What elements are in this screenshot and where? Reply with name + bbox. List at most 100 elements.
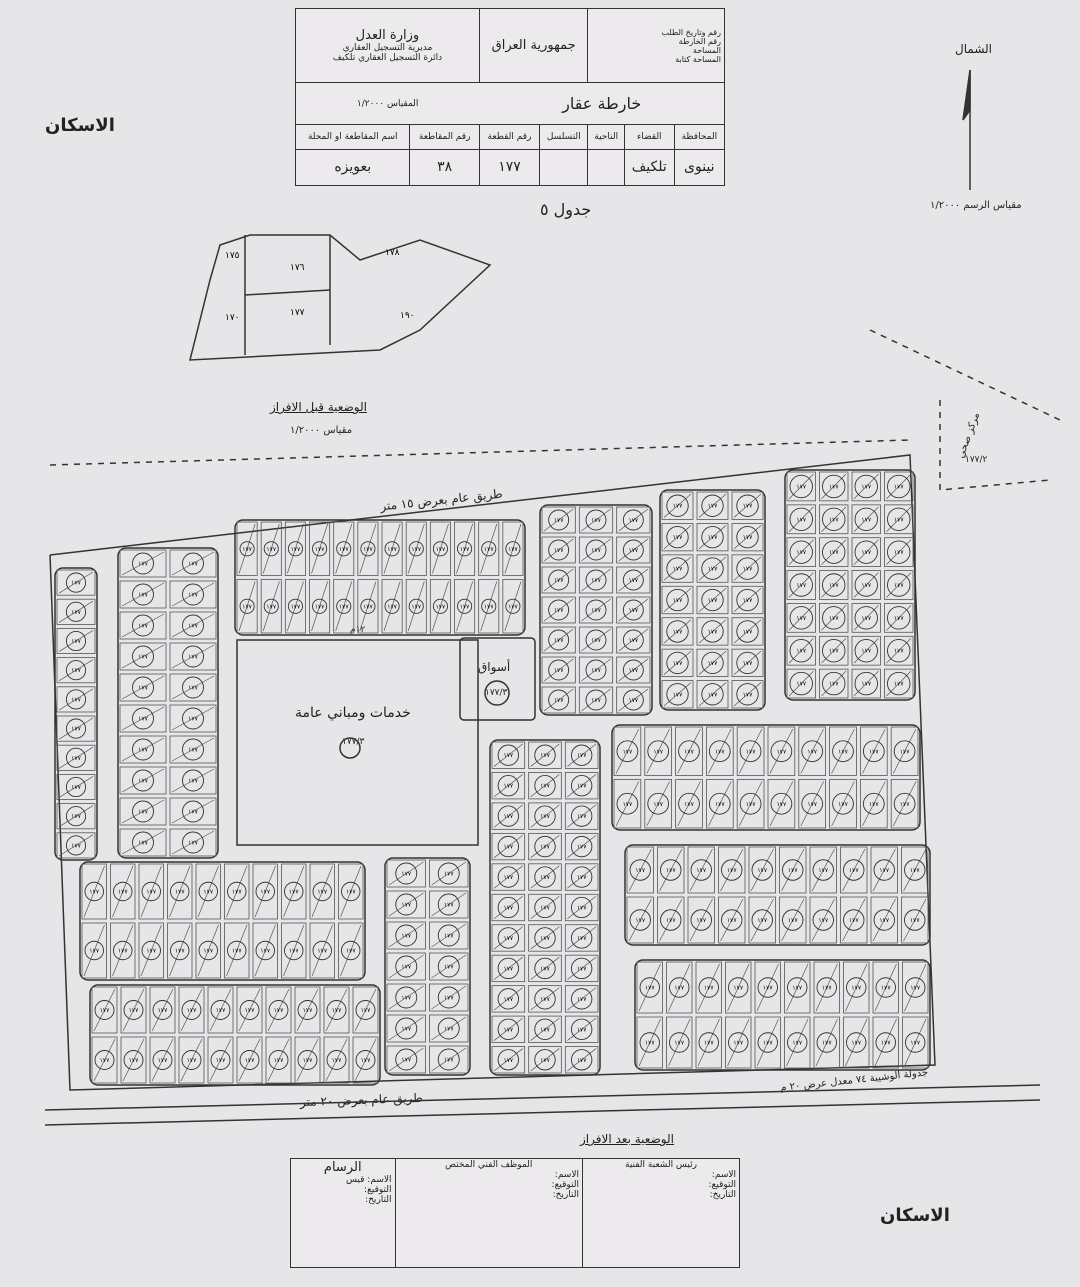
- plot-cell: ١٧٧: [851, 635, 881, 666]
- plot-cell: ١٧٧: [56, 657, 96, 684]
- plot-cell: ١٧٧: [613, 726, 642, 776]
- plot-cell: ١٧٧: [119, 766, 167, 795]
- plot-number: ١٧٧: [910, 985, 920, 992]
- plot-cell: ١٧٧: [56, 569, 96, 596]
- plot-cell: ١٧٧: [491, 893, 526, 922]
- plot-number: ١٧٧: [818, 917, 828, 924]
- plot-cell: ١٧٧: [736, 779, 765, 829]
- plot-cell: ١٧٧: [338, 922, 364, 979]
- plot-cell: ١٧٧: [91, 986, 118, 1034]
- plot-number: ١٧٧: [540, 844, 550, 851]
- plot-cell: ١٧٧: [860, 726, 888, 776]
- plot-number: ١٧٧: [346, 948, 356, 955]
- markets-label: أسواق: [478, 660, 511, 674]
- plot-number: ١٧٧: [746, 748, 756, 755]
- plot-cell: ١٧٧: [661, 585, 694, 615]
- plot-number: ١٧٧: [591, 607, 601, 614]
- plot-cell: ١٧٧: [502, 521, 524, 576]
- plot-cell: ١٧٧: [541, 626, 576, 654]
- plot-number: ١٧٧: [673, 566, 683, 573]
- plot-cell: ١٧٧: [731, 554, 764, 583]
- plot-number: ١٧٧: [894, 582, 904, 589]
- services-block: [236, 639, 479, 846]
- plot-cell: ١٧٧: [616, 536, 651, 564]
- plot-number: ١٧٧: [411, 546, 421, 553]
- plot-number: ١٧٧: [436, 546, 446, 553]
- plot-number: ١٧٧: [743, 660, 753, 667]
- plot-number: ١٧٧: [645, 1040, 655, 1047]
- plot-number: ١٧٧: [666, 867, 676, 874]
- plot-number: ١٧٧: [444, 964, 454, 971]
- plot-cell: ١٧٧: [386, 983, 426, 1012]
- plot-number: ١٧٧: [216, 1057, 226, 1064]
- plot-number: ١٧٧: [100, 1057, 110, 1064]
- plot-cell: ١٧٧: [731, 648, 764, 677]
- plot-cell: ١٧٧: [613, 779, 642, 829]
- plot-cell: ١٧٧: [616, 686, 651, 714]
- plot-number: ١٧٧: [763, 985, 773, 992]
- plot-number: ١٧٧: [460, 546, 470, 553]
- plot-number: ١٧٧: [401, 964, 411, 971]
- plot-cell: ١٧٧: [819, 537, 849, 567]
- markets-block: [459, 637, 536, 721]
- technician-col: الموظف الفني المختص الاسم: التوقيع: التا…: [394, 1158, 583, 1268]
- plot-cell: ١٧٧: [541, 506, 576, 534]
- plot-cell: ١٧٧: [564, 1015, 599, 1043]
- plot-cell: ١٧٧: [851, 603, 881, 633]
- plot-number: ١٧٧: [894, 516, 904, 523]
- plot-number: ١٧٧: [188, 809, 198, 816]
- plot-cell: ١٧٧: [626, 846, 654, 894]
- plot-number: ١٧٧: [540, 1026, 550, 1033]
- plot-cell: ١٧٧: [564, 772, 599, 800]
- plot-cell: ١٧٧: [564, 1046, 599, 1074]
- plot-number: ١٧٧: [260, 948, 270, 955]
- plot-number: ١٧٧: [129, 1007, 139, 1014]
- plot-cell: ١٧٧: [56, 803, 96, 830]
- plot-number: ١٧٧: [188, 654, 198, 661]
- plot-number: ١٧٧: [401, 871, 411, 878]
- plot-number: ١٧٧: [673, 597, 683, 604]
- plot-cell: ١٧٧: [236, 1036, 263, 1084]
- plot-number: ١٧٧: [673, 628, 683, 635]
- plot-cell: ١٧٧: [564, 985, 599, 1013]
- plot-cell: ١٧٧: [167, 863, 193, 920]
- plot-cell: ١٧٧: [338, 863, 364, 920]
- plot-number: ١٧٧: [188, 840, 198, 847]
- plot-cell: ١٧٧: [491, 954, 526, 983]
- plot-number: ١٧٧: [666, 917, 676, 924]
- plot-cell: ١٧٧: [798, 726, 826, 776]
- plot-cell: ١٧٧: [718, 896, 746, 944]
- plot-cell: ١٧٧: [138, 922, 164, 979]
- plot-cell: ١٧٧: [786, 537, 816, 567]
- plot-cell: ١٧٧: [661, 680, 694, 709]
- north-label: الشمال: [955, 42, 993, 56]
- plot-cell: ١٧٧: [687, 896, 715, 944]
- plot-cell: ١٧٧: [870, 846, 898, 894]
- plot-cell: ١٧٧: [478, 521, 500, 576]
- plot-cell: ١٧٧: [616, 656, 651, 684]
- plot-cell: ١٧٧: [890, 726, 919, 776]
- plot-number: ١٧٧: [363, 603, 373, 610]
- header-table: رقم وتاريخ الطلب رقم الخارطة المساحة الم…: [294, 7, 726, 187]
- plot-number: ١٧٧: [158, 1057, 168, 1064]
- plot-number: ١٧٧: [577, 874, 587, 881]
- plot-number: ١٧٧: [879, 867, 889, 874]
- plot-cell: ١٧٧: [386, 1014, 426, 1043]
- services-plot-circle: [339, 737, 361, 759]
- plot-number: ١٧٧: [540, 813, 550, 820]
- plot-number: ١٧٧: [861, 615, 871, 622]
- row: التاريخ:: [365, 1195, 392, 1205]
- plot-number: ١٧٧: [849, 917, 859, 924]
- plot-number: ١٧٧: [708, 503, 718, 510]
- plot-number: ١٧٧: [591, 637, 601, 644]
- plot-number: ١٧٧: [503, 752, 513, 759]
- plot-number: ١٧٧: [554, 667, 564, 674]
- plot-cell: ١٧٧: [260, 521, 282, 576]
- plot-cell: ١٧٧: [405, 521, 427, 576]
- plot-cell: ١٧٧: [736, 726, 765, 776]
- plot-cell: ١٧٧: [91, 1036, 118, 1084]
- plot-cell: ١٧٧: [819, 570, 849, 600]
- plot-cell: ١٧٧: [851, 668, 881, 699]
- plot-number: ١٧٧: [861, 549, 871, 556]
